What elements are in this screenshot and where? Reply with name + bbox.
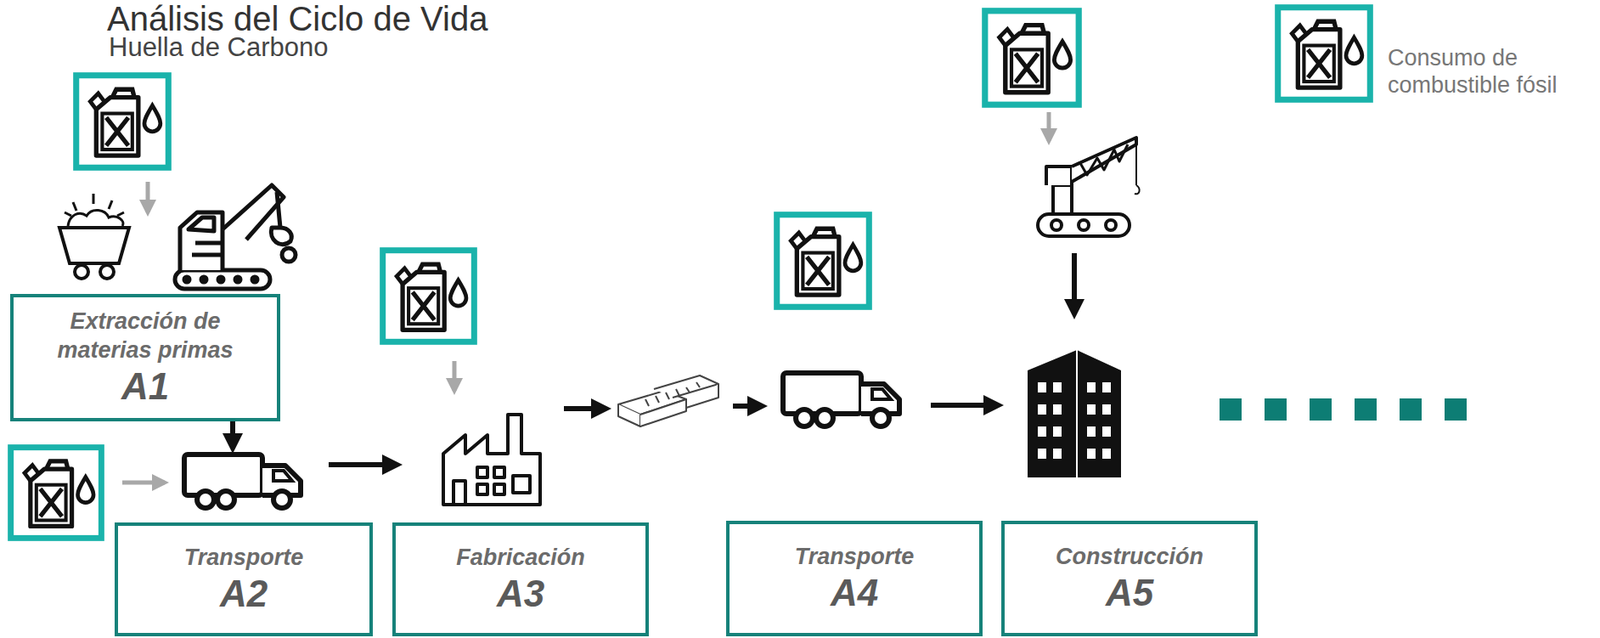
stage-code: A5 bbox=[1105, 570, 1154, 615]
stage-box: Extracción de materias primasA1 bbox=[10, 293, 281, 422]
flow-arrow bbox=[930, 402, 999, 408]
stage-code: A2 bbox=[219, 571, 268, 616]
stage-box: FabricaciónA3 bbox=[392, 522, 649, 637]
stage-code: A4 bbox=[830, 570, 879, 615]
legend-label: Consumo de combustible fósil bbox=[1387, 44, 1592, 99]
stage-code: A3 bbox=[496, 571, 545, 616]
subtitle: Huella de Carbono bbox=[108, 32, 329, 63]
stage-name: Construcción bbox=[1055, 541, 1204, 571]
flow-arrow bbox=[230, 421, 236, 449]
stage-name: Transporte bbox=[184, 542, 305, 572]
stage-name: Transporte bbox=[794, 541, 915, 571]
stage-box: TransporteA2 bbox=[114, 522, 373, 637]
flow-arrow bbox=[563, 405, 607, 412]
stage-box: TransporteA4 bbox=[726, 520, 983, 637]
flow-arrow bbox=[328, 461, 398, 468]
flow-arrow bbox=[732, 403, 763, 409]
stage-name: Fabricación bbox=[456, 542, 586, 572]
stage-box: ConstrucciónA5 bbox=[1001, 520, 1258, 637]
stage-code: A1 bbox=[121, 364, 170, 409]
stage-name: Extracción de materias primas bbox=[22, 306, 269, 365]
